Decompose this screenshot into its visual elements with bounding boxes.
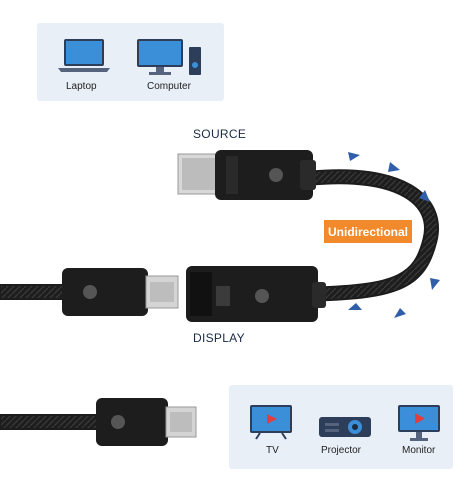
direction-arrows bbox=[348, 152, 440, 318]
computer-label: Computer bbox=[147, 81, 191, 92]
hdmi-female-connector bbox=[186, 266, 326, 322]
projector-icon bbox=[317, 413, 373, 441]
source-label: SOURCE bbox=[193, 127, 247, 141]
monitor-icon bbox=[396, 403, 442, 443]
source-devices-panel: Laptop Computer bbox=[37, 23, 224, 101]
computer-icon bbox=[135, 37, 205, 77]
display-label: DISPLAY bbox=[193, 331, 245, 345]
laptop-label: Laptop bbox=[66, 81, 97, 92]
unidirectional-badge: Unidirectional bbox=[324, 220, 412, 243]
display-devices-panel: TV Projector Monitor bbox=[229, 385, 453, 469]
hdmi-cable-middle bbox=[0, 268, 179, 316]
hdmi-cable-bottom bbox=[0, 398, 197, 446]
tv-icon bbox=[248, 403, 294, 441]
projector-label: Projector bbox=[321, 445, 362, 456]
laptop-icon bbox=[57, 37, 111, 75]
displayport-connector bbox=[177, 150, 316, 200]
tv-label: TV bbox=[266, 445, 279, 456]
monitor-label: Monitor bbox=[402, 445, 436, 456]
